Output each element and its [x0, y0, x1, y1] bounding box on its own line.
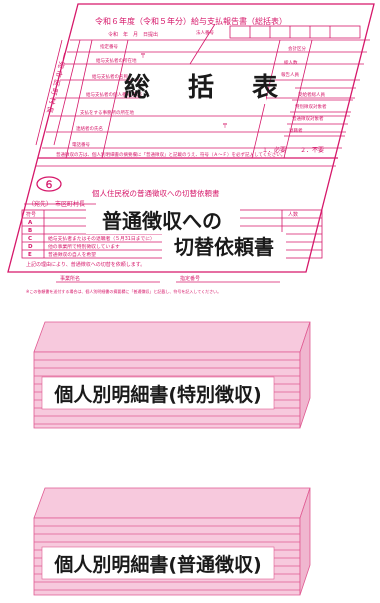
stack-special: 個人別明細書(特別徴収): [33, 321, 311, 429]
field-label: 給与支払者の所在地: [96, 57, 137, 64]
overlay-title-line1: 普通徴収への: [102, 209, 222, 233]
field-label: 給与支払者の名称: [92, 73, 128, 80]
sign-left: 事業所名: [60, 275, 80, 282]
stack-special-label: 個人別明細書(特別徴収): [53, 383, 261, 406]
field-label: 普通徴収対象者: [292, 115, 324, 122]
row-text: 他の事業所で特別徴収しています: [48, 243, 120, 250]
mark-need: １．必要: [262, 146, 286, 154]
mark-unneeded: ２．不要: [300, 147, 324, 154]
stack-regular-label-panel: [41, 546, 275, 580]
summary-grid: [36, 23, 370, 167]
summary-form-sheet: [7, 3, 375, 273]
field-label: 電話番号: [72, 141, 90, 148]
summary-form: 令和６年度（令和５年分）給与支払報告書（総括表） 令和 年 月 日提出 一 宛 …: [7, 3, 375, 294]
row-text: 普通徴収の自人を希望: [48, 251, 96, 258]
sign-right: 指定番号: [180, 275, 200, 282]
row-code: C: [28, 236, 32, 242]
row-text: 給与支払者またはその退職者（５月31日までに）: [48, 235, 155, 242]
field-labels: 指定番号 法人番号 給与支払者の所在地 給与支払者の名称 給与支払者の個人番号又…: [72, 29, 327, 148]
switch-form-title: 個人住民税の普通徴収への切替依頼書: [92, 188, 220, 198]
field-label: 会計区分: [288, 45, 306, 52]
field-label: 総人数: [284, 59, 298, 66]
field-label: 給与支払者の個人番号又は法人番号: [86, 91, 158, 98]
row-code: A: [28, 220, 33, 226]
row-code: B: [28, 228, 32, 234]
row-code: 符号: [26, 211, 36, 218]
row-code: D: [28, 244, 33, 250]
field-label: 受給者総人員: [298, 91, 325, 98]
form-header: 令和６年度（令和５年分）給与支払報告書（総括表）: [95, 16, 287, 26]
field-label: 指定番号: [100, 43, 118, 50]
form-number-badge: [36, 176, 62, 192]
form-date-row: 令和 年 月 日提出: [108, 31, 158, 38]
field-label: 報告人員: [281, 71, 299, 78]
field-label: 連絡者の氏名: [76, 125, 103, 132]
form-number: ６: [44, 179, 54, 191]
stack-regular: 個人別明細書(普通徴収): [33, 487, 311, 596]
form-footer: 普通徴収の方は、個人別明細書の摘要欄に「普通徴収」と記載のうえ、符号（Ａ～Ｆ）を…: [56, 151, 285, 158]
stack-special-label-panel: [41, 376, 275, 410]
field-label: 退職者: [289, 127, 303, 134]
row-code: E: [28, 252, 32, 258]
count-label: 人数: [288, 211, 298, 218]
reason-line: 上記の理由により、普通徴収への切替を依頼します。: [26, 261, 145, 268]
switch-form: ６ 個人住民税の普通徴収への切替依頼書 （宛先） 市区町村長 符号 A B C …: [21, 176, 323, 294]
svg-text:〒: 〒: [222, 123, 228, 130]
field-label: 支払をする事務所の所在地: [80, 109, 134, 116]
field-label: 法人番号: [196, 29, 214, 36]
switch-notes: ※この依頼書を送付する場合は、個人別明細書の摘要欄に「普通徴収」と記載し、符号を…: [26, 288, 221, 294]
field-label: 特別徴収対象者: [295, 103, 327, 110]
summary-center-label: 総 括 表: [124, 72, 284, 103]
svg-text:〒: 〒: [140, 53, 146, 60]
overlay-title-line2: 切替依頼書: [174, 235, 274, 259]
stack-regular-label: 個人別明細書(普通徴収): [53, 553, 261, 576]
